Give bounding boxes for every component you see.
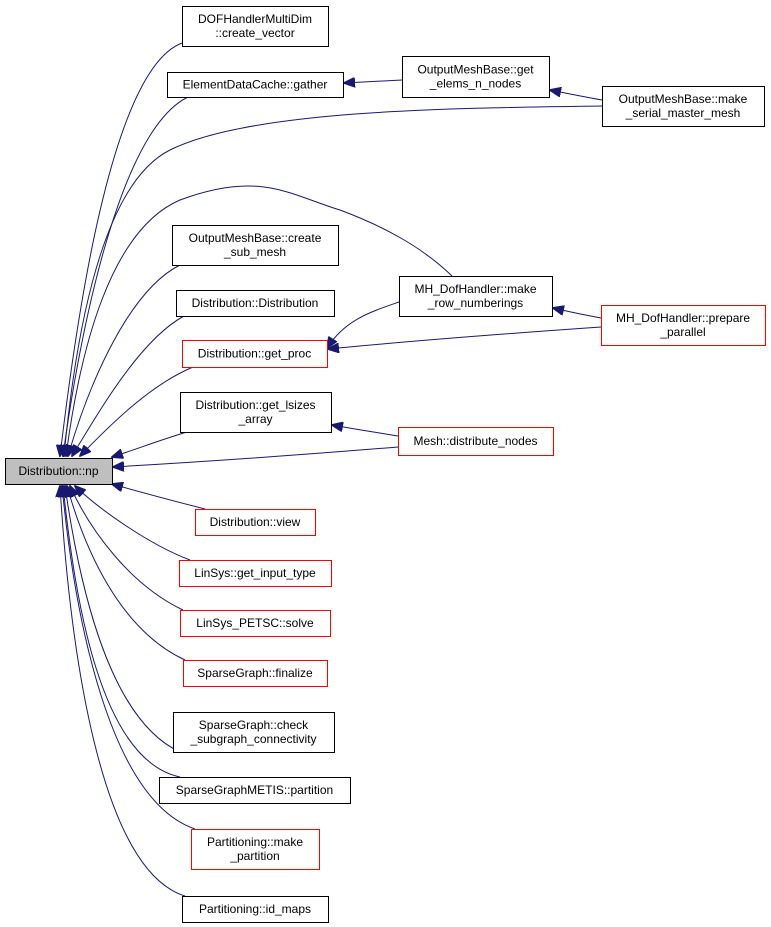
call-edge-distnodes [113,446,399,467]
call-edge-getproc [80,366,194,456]
call-edge-getproc2 [328,326,602,349]
node-box [402,56,550,98]
node-label: ElementDataCache::gather [183,78,328,92]
node-label: _elems_n_nodes [429,77,521,91]
node-dof[interactable]: DOFHandlerMultiDim::create_vector [182,6,329,47]
node-label: MH_DofHandler::make [414,282,536,296]
node-label: _partition [229,849,279,863]
node-label: Distribution::get_lsizes [195,398,315,412]
node-box [172,225,339,266]
node-mkserial[interactable]: OutputMeshBase::make_serial_master_mesh [602,86,765,127]
node-label: SparseGraph::check [199,718,309,732]
node-label: LinSys::get_input_type [194,566,316,580]
call-edge-mkrow2 [327,301,400,348]
node-gather[interactable]: ElementDataCache::gather [167,72,344,98]
node-box [398,427,554,456]
node-label: OutputMeshBase::create [189,231,322,245]
node-check[interactable]: SparseGraph::check_subgraph_connectivity [173,712,335,753]
node-box [602,86,765,127]
node-label: Mesh::distribute_nodes [413,434,537,448]
node-view[interactable]: Distribution::view [195,509,316,536]
node-getelems[interactable]: OutputMeshBase::get_elems_n_nodes [402,56,550,98]
node-label: _array [237,412,272,426]
call-edge-makepart [62,486,196,830]
node-metis[interactable]: SparseGraphMETIS::partition [159,777,351,804]
node-label: Partitioning::id_maps [199,902,311,916]
call-edge-petsc [70,486,184,611]
call-edge-gather [63,96,189,456]
call-edge-view [112,484,206,510]
call-edge-mkrow [66,185,453,456]
node-box [180,392,332,433]
call-edge-metis [63,486,181,778]
node-prepar[interactable]: MH_DofHandler::prepare_parallel [601,305,766,346]
call-edge-createsub [68,264,181,456]
node-label: _subgraph_connectivity [189,732,316,746]
node-box [159,777,351,804]
node-label: ::create_vector [215,26,294,40]
node-label: _serial_master_mesh [625,106,741,120]
node-makepart[interactable]: Partitioning::make_partition [191,829,320,870]
edges [60,42,603,897]
node-label: Partitioning::make [207,835,303,849]
node-label: SparseGraphMETIS::partition [176,783,333,797]
node-label: Distribution::view [210,515,301,529]
node-box [191,829,320,870]
node-label: SparseGraph::finalize [197,666,313,680]
node-np[interactable]: Distribution::np [5,458,113,485]
call-edge-gather2 [344,80,403,83]
call-edge-lsizes [112,431,188,457]
node-label: _parallel [659,325,705,339]
node-box [601,305,766,346]
node-box [180,610,331,637]
node-mkrow[interactable]: MH_DofHandler::make_row_numberings [399,276,553,317]
node-box [182,896,329,923]
node-box [399,276,553,317]
node-label: Distribution::np [18,464,98,478]
call-edge-lsit [75,486,191,561]
node-box [179,560,332,587]
node-label: OutputMeshBase::make [619,92,748,106]
node-box [167,72,344,98]
node-label: Distribution::Distribution [192,296,319,310]
call-edge-lsizes2 [332,425,399,437]
nodes: Distribution::np DOFHandlerMultiDim::crea… [5,6,766,923]
call-edge-distdist [72,315,185,456]
node-box [195,509,316,536]
node-finalize[interactable]: SparseGraph::finalize [183,660,328,687]
node-label: MH_DofHandler::prepare [616,311,750,325]
node-box [176,290,335,317]
node-lsizes[interactable]: Distribution::get_lsizes_array [180,392,332,433]
node-label: _sub_mesh [223,245,286,259]
node-distdist[interactable]: Distribution::Distribution [176,290,335,317]
node-box [183,660,328,687]
node-box [173,712,335,753]
call-edge-mkserial [64,105,603,456]
node-distnodes[interactable]: Mesh::distribute_nodes [398,427,554,456]
node-idmaps[interactable]: Partitioning::id_maps [182,896,329,923]
node-box [182,6,329,47]
node-createsub[interactable]: OutputMeshBase::create_sub_mesh [172,225,339,266]
node-label: OutputMeshBase::get [417,63,534,77]
node-label: Distribution::get_proc [198,347,311,361]
node-lsit[interactable]: LinSys::get_input_type [179,560,332,587]
call-edge-mkrow3 [553,308,602,319]
node-label: DOFHandlerMultiDim [198,12,312,26]
node-petsc[interactable]: LinSys_PETSC::solve [180,610,331,637]
call-edge-dof [60,42,183,456]
node-box [182,340,328,368]
node-getproc[interactable]: Distribution::get_proc [182,340,328,368]
call-edge-finalize [67,486,186,661]
node-label: LinSys_PETSC::solve [196,616,314,630]
node-box [5,458,113,485]
node-label: _row_numberings [427,296,523,310]
call-edge-getelems2 [550,90,603,101]
call-edge-idmaps [60,486,186,897]
call-edge-check [65,486,181,753]
